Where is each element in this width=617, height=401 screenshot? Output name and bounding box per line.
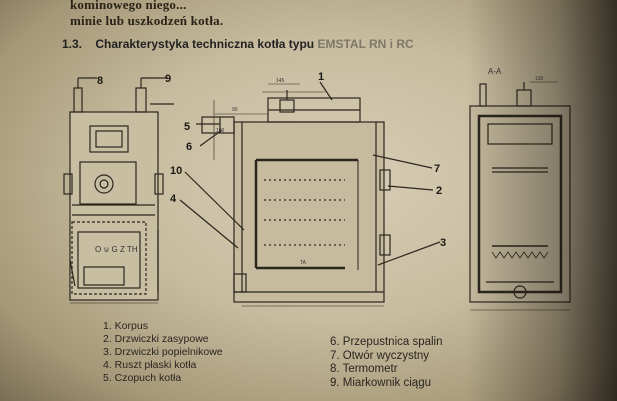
- section-a-a-view: [469, 81, 571, 311]
- legend-item-2: 2. Drzwiczki zasypowe: [103, 333, 209, 345]
- callout-7: 7: [434, 163, 440, 175]
- legend-item-3: 3. Drzwiczki popielnikowe: [103, 346, 223, 358]
- legend-right: 6. Przepustnica spalin 7. Otwór wyczystn…: [330, 336, 443, 390]
- dim-label-1: 145: [276, 78, 285, 84]
- callout-5: 5: [184, 121, 190, 133]
- callout-1: 1: [318, 71, 324, 83]
- legend-left: 1. Korpus 2. Drzwiczki zasypowe 3. Drzwi…: [103, 320, 223, 385]
- boiler-technical-drawing: O ⊍ G Z TH: [63, 67, 571, 311]
- legend-item-1: 1. Korpus: [103, 320, 148, 332]
- legend-item-9: 9. Miarkownik ciągu: [330, 376, 431, 389]
- front-view: [63, 77, 174, 304]
- section-heading: 1.3. Charakterystyka techniczna kotła ty…: [62, 37, 414, 51]
- previous-text: kominowego niego... minie lub uszkodzeń …: [70, 0, 223, 29]
- previous-text-line-1: kominowego niego...: [70, 0, 187, 12]
- legend-item-7: 7. Otwór wyczystny: [330, 349, 430, 362]
- dim-label-3: 150: [216, 128, 225, 134]
- legend-item-8: 8. Termometr: [330, 363, 398, 375]
- legend-item-4: 4. Ruszt płaski kotła: [103, 359, 197, 371]
- side-section-view: [201, 83, 391, 307]
- grate-teeth: [491, 251, 549, 259]
- callout-4: 4: [170, 193, 177, 205]
- section-title: Charakterystyka techniczna kotła typu: [95, 37, 315, 51]
- callout-10: 10: [170, 165, 182, 177]
- section-brand: EMSTAL RN i RC: [317, 37, 414, 51]
- dim-label-4: 130: [535, 76, 544, 82]
- callout-3: 3: [440, 237, 446, 249]
- callout-6: 6: [186, 141, 192, 153]
- dim-label-5: TA: [300, 260, 307, 266]
- dim-label-2: 90: [232, 107, 238, 113]
- callout-8: 8: [97, 75, 103, 87]
- section-label: A-A: [488, 67, 502, 76]
- callout-9: 9: [165, 73, 171, 85]
- legend-item-6: 6. Przepustnica spalin: [330, 336, 443, 348]
- door-marking: O ⊍ G Z TH: [95, 245, 138, 254]
- section-number: 1.3.: [62, 37, 83, 51]
- callout-2: 2: [436, 185, 442, 197]
- previous-text-line-2: minie lub uszkodzeń kotła.: [70, 13, 224, 28]
- legend-item-5: 5. Czopuch kotła: [103, 372, 182, 384]
